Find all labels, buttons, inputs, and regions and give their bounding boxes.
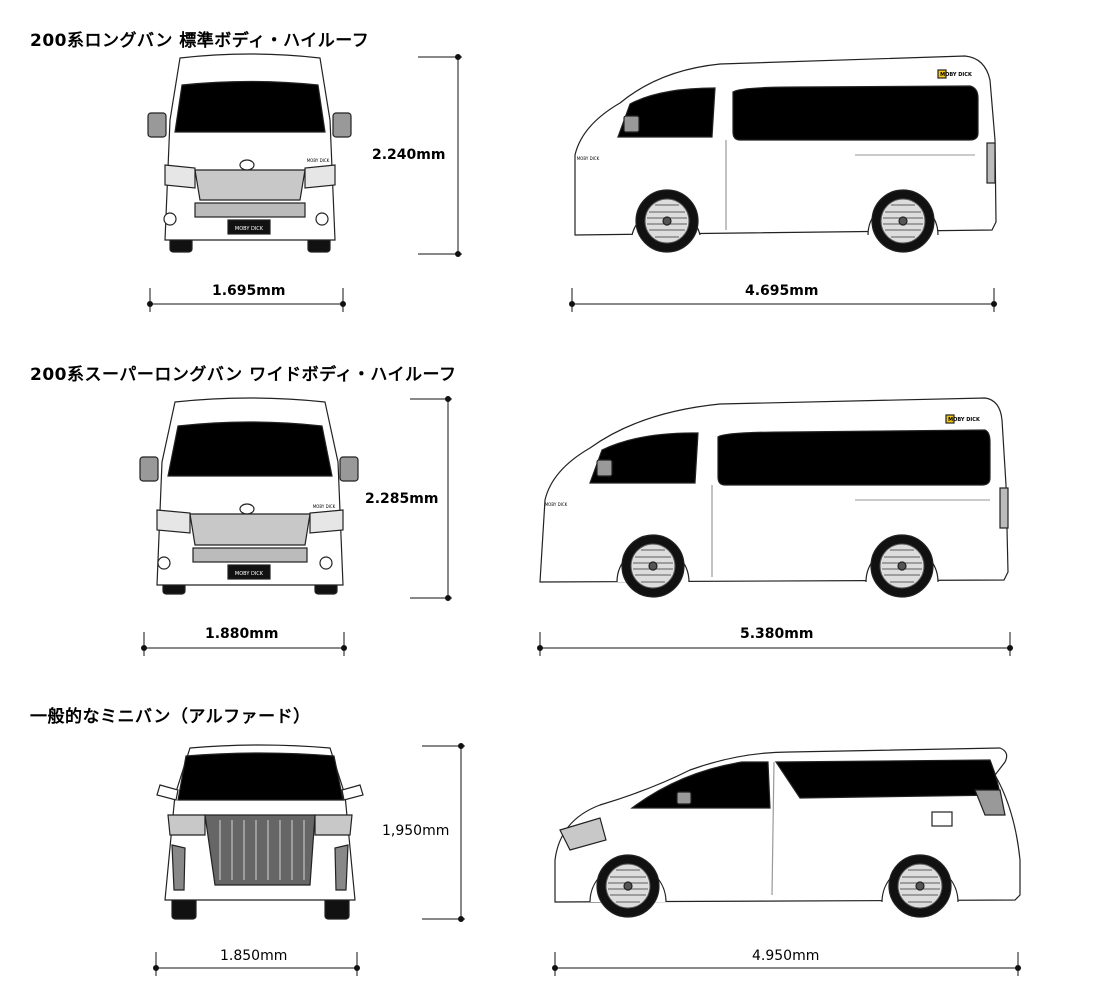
hiace-standard-side-badge: MOBY DICK <box>577 156 600 161</box>
height-label-alphard: 1,950mm <box>382 823 450 839</box>
hiace-super-long-front-badge: MOBY DICK <box>313 504 336 509</box>
width-dimension-alphard <box>153 952 360 976</box>
height-dimension-hiace-super-long <box>410 396 452 601</box>
width-label-hiace-super-long: 1.880mm <box>205 626 279 642</box>
hiace-super-long-front-plate-text: MOBY DICK <box>235 571 264 577</box>
alphard-front-view <box>156 744 364 920</box>
hiace-super-long-side-logo: MOBY DICK <box>948 417 981 423</box>
hiace-standard-side-view: MOBY DICK MOBY DICK <box>574 55 997 253</box>
width-dimension-hiace-super-long <box>141 632 347 656</box>
length-dimension-hiace-super-long <box>537 632 1013 656</box>
hiace-super-long-front-view: MOBY DICK MOBY DICK <box>139 397 359 595</box>
length-dimension-alphard <box>552 952 1021 976</box>
section-title-hiace-standard: 200系ロングバン 標準ボディ・ハイルーフ <box>30 31 370 51</box>
section-title-alphard: 一般的なミニバン（アルファード） <box>30 707 311 727</box>
hiace-super-long-side-view: MOBY DICK MOBY DICK <box>539 397 1009 598</box>
length-label-hiace-super-long: 5.380mm <box>740 626 814 642</box>
height-dimension-hiace-standard <box>418 54 462 257</box>
height-dimension-alphard <box>422 743 465 922</box>
width-dimension-hiace-standard <box>147 288 346 312</box>
hiace-standard-side-logo: MOBY DICK <box>940 72 973 78</box>
height-label-hiace-super-long: 2.285mm <box>365 491 439 507</box>
width-label-hiace-standard: 1.695mm <box>212 283 286 299</box>
length-label-alphard: 4.950mm <box>752 948 820 964</box>
length-dimension-hiace-standard <box>569 288 997 312</box>
height-label-hiace-standard: 2.240mm <box>372 147 446 163</box>
length-label-hiace-standard: 4.695mm <box>745 283 819 299</box>
hiace-standard-front-badge: MOBY DICK <box>307 158 330 163</box>
dimension-lines <box>141 54 1021 976</box>
section-title-hiace-super-long: 200系スーパーロングバン ワイドボディ・ハイルーフ <box>30 365 457 385</box>
hiace-super-long-side-badge: MOBY DICK <box>545 502 568 507</box>
hiace-standard-front-plate-text: MOBY DICK <box>235 226 264 232</box>
alphard-side-view <box>554 747 1021 918</box>
width-label-alphard: 1.850mm <box>220 948 288 964</box>
hiace-standard-front-view: MOBY DICK MOBY DICK <box>147 53 352 253</box>
